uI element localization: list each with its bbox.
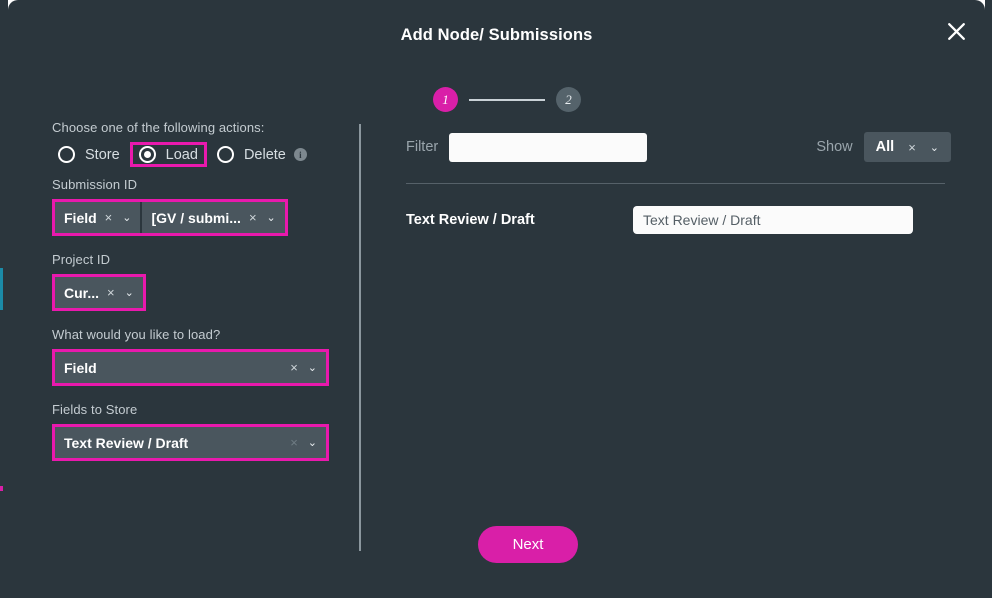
project-id-select-wrap: Cur... × ⌄ [52,274,146,311]
submission-id-type-select[interactable]: Field × ⌄ [55,202,141,233]
search-input[interactable] [449,132,648,162]
left-config-panel: Choose one of the following actions: Sto… [52,120,352,477]
what-to-load-select[interactable]: Field × ⌄ [55,352,326,383]
field-group-what-to-load: What would you like to load? Field × ⌄ [52,327,352,386]
project-id-select[interactable]: Cur... × ⌄ [55,277,143,308]
select-value: [GV / submi... [151,209,241,226]
step-2[interactable]: 2 [556,87,581,112]
select-value: Field [64,209,97,226]
actions-label: Choose one of the following actions: [52,120,265,135]
select-value: Cur... [64,284,100,301]
submission-id-label: Submission ID [52,177,138,192]
clear-icon[interactable]: × [290,360,298,375]
clear-icon[interactable]: × [107,285,115,300]
clear-icon[interactable]: × [248,210,257,225]
fields-to-store-select[interactable]: Text Review / Draft × ⌄ [55,427,326,458]
submission-id-value-select[interactable]: [GV / submi... × ⌄ [140,202,285,233]
radio-label-delete: Delete [243,146,286,163]
project-id-label: Project ID [52,252,111,267]
select-value: Field [64,359,97,376]
field-group-project-id: Project ID Cur... × ⌄ [52,252,352,311]
show-select[interactable]: All × ⌄ [863,132,951,162]
info-icon[interactable]: i [293,148,307,161]
mapping-row: Text Review / Draft [406,206,951,234]
field-group-submission-id: Submission ID Field × ⌄ [GV / submi... ×… [52,177,352,236]
mapping-row-input[interactable] [633,206,913,234]
what-to-load-label: What would you like to load? [52,327,221,342]
clear-icon[interactable]: × [908,139,916,155]
background-app-strip-right [985,0,992,598]
chevron-down-icon[interactable]: ⌄ [929,141,939,154]
radio-label-store: Store [85,146,120,163]
chevron-down-icon[interactable]: ⌄ [266,212,276,224]
radio-option-load[interactable]: Load [129,142,207,167]
show-group: Show All × ⌄ [816,132,951,162]
background-accent-teal [0,268,3,310]
chevron-down-icon[interactable]: ⌄ [122,212,132,224]
page-title: Add Node/ Submissions [400,26,593,44]
filter-label: Filter [406,139,439,155]
clear-icon[interactable]: × [290,435,298,450]
step-connector [469,98,545,101]
show-label: Show [816,139,853,155]
select-value: All [875,139,895,155]
panel-divider [359,124,361,551]
submission-id-select-wrap: Field × ⌄ [GV / submi... × ⌄ [52,199,288,236]
radio-circle-selected-icon [138,146,156,163]
select-value: Text Review / Draft [64,434,189,451]
close-icon[interactable] [939,14,973,48]
radio-circle-icon [216,146,234,163]
what-to-load-select-wrap: Field × ⌄ [52,349,329,386]
filter-row: Filter Show All × ⌄ [406,130,951,164]
step-1[interactable]: 1 [433,87,458,112]
radio-label-load: Load [165,146,198,163]
background-accent-pink [0,486,3,491]
mapping-row-label: Text Review / Draft [406,212,535,228]
fields-to-store-label: Fields to Store [52,402,138,417]
background-app-strip-left [0,0,8,598]
action-radio-group: Store Load Delete i [52,142,352,167]
radio-option-store[interactable]: Store [52,143,126,166]
right-mapping-panel: Filter Show All × ⌄ Text Review / Draft [406,130,951,234]
field-group-fields-to-store: Fields to Store Text Review / Draft × ⌄ [52,402,352,461]
section-divider [406,183,945,184]
clear-icon[interactable]: × [104,210,113,225]
next-button[interactable]: Next [478,526,578,563]
chevron-down-icon[interactable]: ⌄ [124,287,134,299]
wizard-stepper: 1 2 [433,87,581,112]
add-node-submissions-modal: Add Node/ Submissions 1 2 Choose one of … [8,0,985,598]
chevron-down-icon[interactable]: ⌄ [307,437,317,449]
chevron-down-icon[interactable]: ⌄ [307,362,317,374]
radio-option-delete[interactable]: Delete i [211,143,313,166]
radio-circle-icon [58,146,75,163]
fields-to-store-select-wrap: Text Review / Draft × ⌄ [52,424,329,461]
